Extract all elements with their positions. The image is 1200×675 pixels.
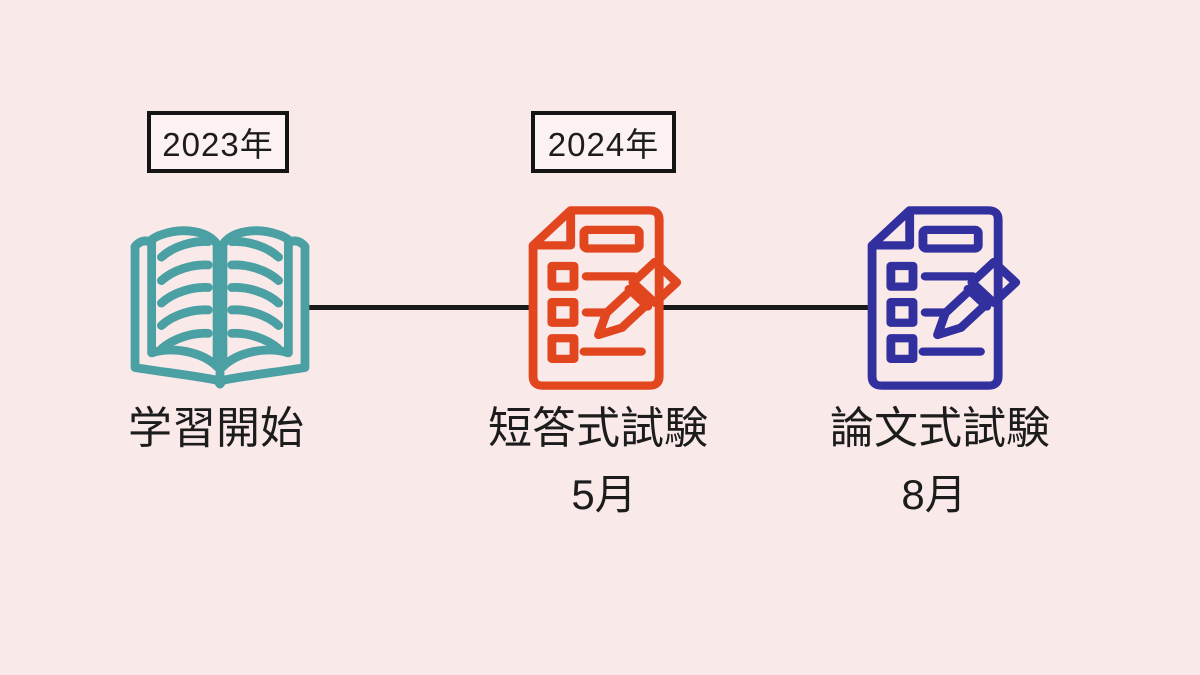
timeline-connector-line	[656, 305, 873, 310]
milestone-month-may: 5月	[571, 471, 637, 518]
year-badge-2023: 2023年	[147, 111, 289, 173]
year-badge-label: 2024年	[547, 126, 660, 163]
timeline-connector-line	[306, 305, 534, 310]
milestone-month-august: 8月	[901, 471, 967, 518]
milestone-title-short-answer-exam: 短答式試験	[488, 404, 708, 453]
milestone-title-study-start: 学習開始	[128, 404, 304, 453]
open-book-icon	[130, 226, 310, 389]
year-badge-label: 2023年	[162, 126, 274, 163]
milestone-title-essay-exam: 論文式試験	[830, 404, 1050, 453]
exam-sheet-pencil-icon	[861, 200, 1038, 396]
year-badge-2024: 2024年	[531, 111, 676, 173]
exam-sheet-pencil-icon	[522, 200, 699, 396]
